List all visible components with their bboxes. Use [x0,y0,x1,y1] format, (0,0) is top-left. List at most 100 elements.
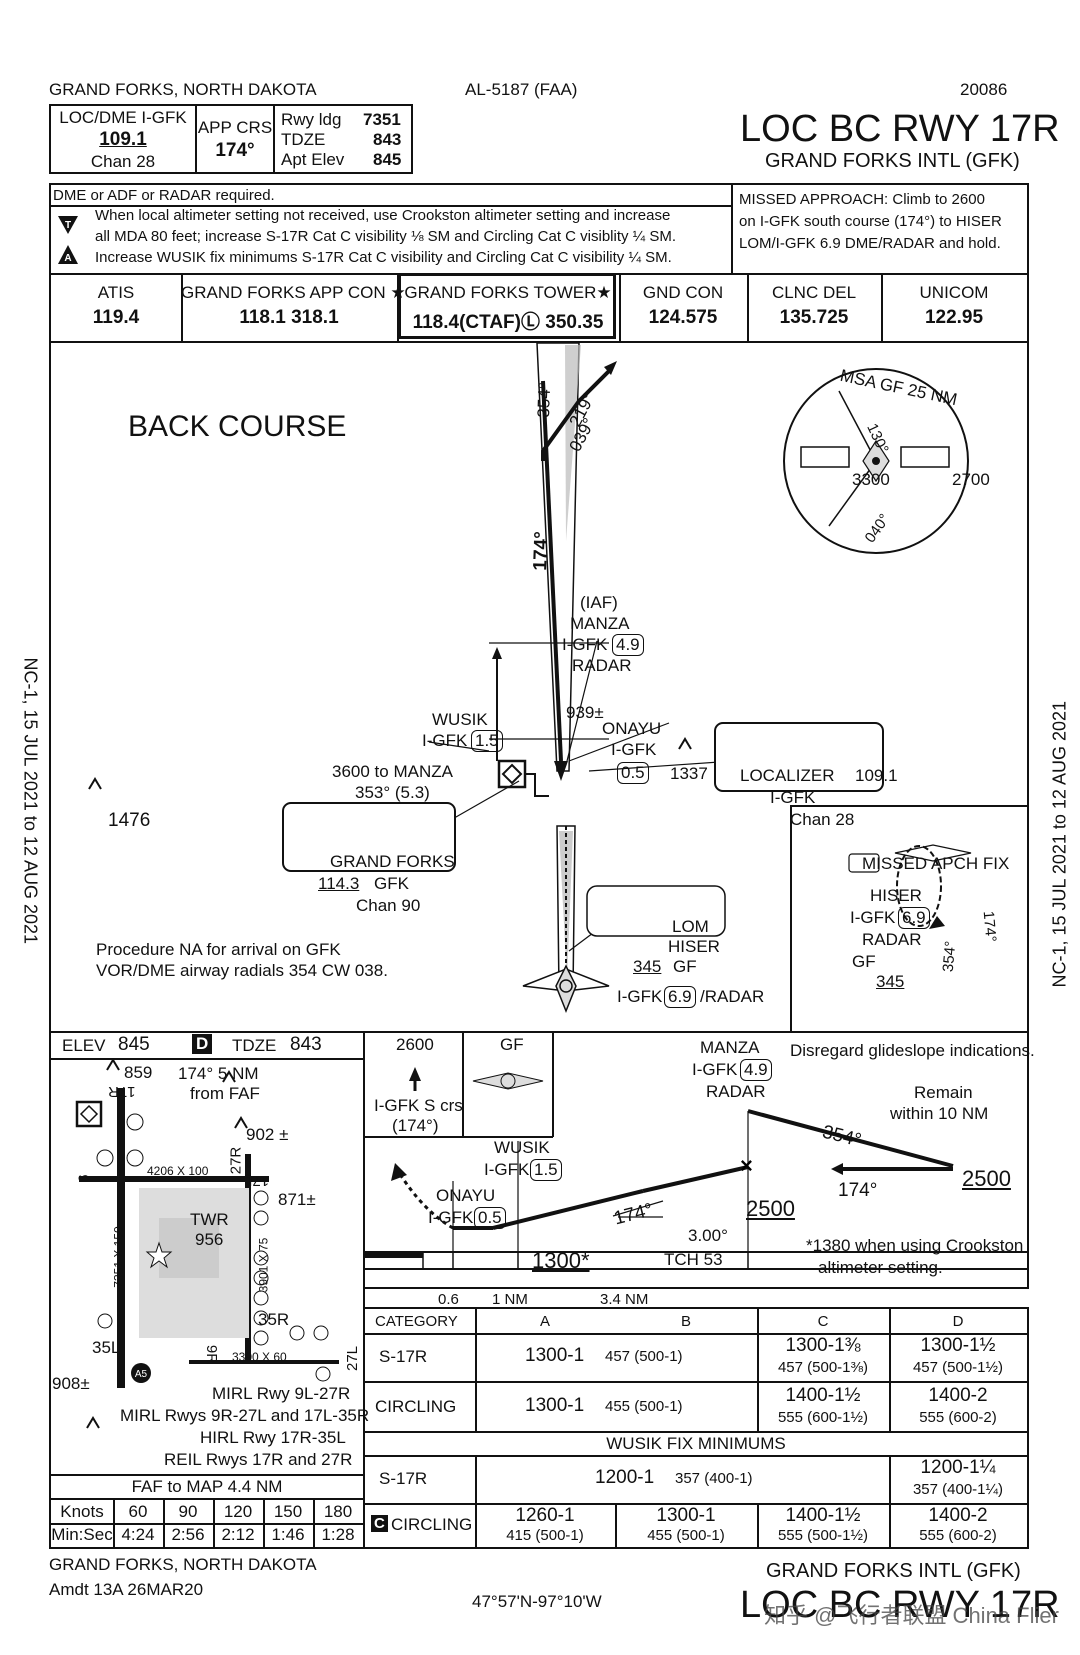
footer-amdt: Amdt 13A 26MAR20 [49,1580,204,1599]
profile-dist-3: 3.4 NM [600,1291,649,1308]
profile-crookston-1: *1380 when using Crookston [806,1236,1024,1255]
lighting-3: HIRL Rwy 17R-35L [200,1428,346,1447]
wusik-label: WUSIK [432,710,488,729]
chart-id: AL-5187 (FAA) [465,80,578,99]
min-header-d: D [952,1313,964,1330]
wusik-circling-a-haa: 415 (500-1) [506,1527,584,1544]
wusik-circling-d-haa: 555 (600-2) [919,1527,997,1544]
airport-name: GRAND FORKS INTL (GFK) [765,150,1020,172]
comm-app-freq: 118.1 318.1 [239,307,339,328]
min-header-category: CATEGORY [375,1313,458,1330]
min-s17r-ab: 1300-1 [525,1345,585,1366]
hiser-igfk: I-GFK [617,987,663,1006]
wusik-circling-c: 1400-1½ [785,1505,861,1526]
wusik-circling-b: 1300-1 [656,1505,716,1526]
rwy-dim-4: 3300 X 60 [232,1350,287,1364]
vor-name: GRAND FORKS [330,852,455,871]
back-course-label: BACK COURSE [128,410,347,443]
comm-gnd-label: GND CON [642,283,724,302]
min-s17r-c-haa: 457 (500-1⅜) [777,1359,869,1376]
vor-id: GFK [374,874,409,893]
wusik-circling-c-haa: 555 (500-1½) [777,1527,869,1544]
loc-box-chan: Chan 28 [790,810,855,829]
apt-elev-label: Apt Elev [281,150,345,169]
rwy-ldg: 7351 [363,110,401,129]
lom-id: GF [673,957,697,976]
obstacle-939: 939± [566,703,604,722]
app-crs-box: APP CRS 174° [195,104,275,174]
svg-text:T: T [65,220,71,231]
profile-onayu-id: I-GFK [428,1208,474,1227]
wusik-s17r-label: S-17R [379,1469,428,1488]
elev-value: 845 [118,1034,150,1055]
onayu-igfk: I-GFK [611,740,657,759]
min-circling-ab: 1300-1 [525,1395,585,1416]
tdze-value-diagram: 843 [290,1034,322,1055]
comm-gnd-freq: 124.575 [648,307,718,328]
vor-freq: 114.3 [318,874,360,893]
min-s17r-d-haa: 457 (500-1½) [912,1359,1004,1376]
elev-label: ELEV [62,1036,106,1055]
profile-drawing: × [363,1031,1029,1270]
tdze: 843 [373,130,402,149]
min-circling-d-haa: 555 (600-2) [919,1409,997,1426]
profile-crs-174a: 174° [838,1180,878,1201]
svg-text:×: × [740,1153,753,1178]
profile-s-crs-2: (174°) [392,1116,439,1135]
missed-approach-3: LOM/I-GFK 6.9 DME/RADAR and hold. [739,235,1001,252]
na-note-1: Procedure NA for arrival on GFK [96,940,341,959]
tower-label: TWR [190,1210,229,1229]
na-note-2: VOR/DME airway radials 354 CW 038. [96,961,388,980]
mapch-hiser: HISER [870,886,922,905]
min-circling-c: 1400-1½ [785,1385,861,1406]
wusik-igfk: I-GFK [422,731,468,750]
min-s17r-c: 1300-1⅜ [785,1335,861,1356]
profile-gpa: 3.00° [688,1226,728,1245]
rwy-ldg-label: Rwy ldg [281,110,342,129]
profile-alt-2500a: 2500 [962,1166,1011,1191]
comms-strip: ATIS 119.4 GRAND FORKS APP CON ★ 118.1 3… [49,273,1029,343]
tdze-label: TDZE [281,130,326,149]
time-90: 2:56 [171,1525,205,1544]
obstacle-871: 871± [278,1190,316,1209]
rwy-35r-label: 35R [258,1310,290,1329]
obstacle-902: 902 ± [246,1125,289,1144]
rwy-9r-label: 9R [203,1344,221,1365]
time-60: 4:24 [121,1525,155,1544]
lighting-4: REIL Rwys 17R and 27R [164,1450,353,1469]
comm-clnc-freq: 135.725 [779,307,849,328]
note-2: all MDA 80 feet; increase S-17R Cat C vi… [95,228,677,245]
profile-crookston-2: altimeter setting. [818,1258,943,1277]
profile-disregard: Disregard glideslope indications. [790,1041,1035,1060]
profile-view [363,1031,1029,1289]
tower-highlight-box [398,273,616,339]
mapch-gf: GF [852,952,876,971]
dme-note: DME or ADF or RADAR required. [53,187,275,204]
comm-tower-freq: 118.4(CTAF)Ⓛ 350.35 [412,312,604,333]
knots-90: 90 [178,1502,198,1521]
knots-180: 180 [323,1502,353,1521]
header-location: GRAND FORKS, NORTH DAKOTA [49,80,317,99]
faf-note-1: 174° 5 NM [178,1064,259,1083]
onayu-label: ONAYU [602,719,662,738]
lom-freq: 345 [633,957,662,976]
mapch-title: MISSED APCH FIX [862,854,1010,873]
min-header-b: B [680,1313,691,1330]
rwy-dim-3: 3901 X 75 [256,1237,271,1293]
plan-view-drawing [88,342,1027,1033]
localizer-info-box [714,722,884,792]
footer-coords: 47°57'N-97°10'W [472,1592,602,1611]
footer-airport: GRAND FORKS INTL (GFK) [766,1560,1021,1582]
comm-atis-freq: 119.4 [92,307,140,328]
rwy-17l-label: 17L [244,1172,270,1189]
lighting-2: MIRL Rwys 9R-27L and 17L-35R [120,1406,370,1425]
loc-label: LOC/DME I-GFK [59,108,187,127]
knots-120: 120 [223,1502,253,1521]
wusik-s17r-d-haa: 357 (400-1¼) [912,1481,1004,1498]
profile-manza-id: I-GFK [692,1060,738,1079]
profile-dist-1: 0.6 [438,1291,459,1308]
profile-remain-2: within 10 NM [890,1104,989,1123]
profile-tch: TCH 53 [664,1250,723,1269]
obstacle-908: 908± [52,1374,90,1393]
msa-sector-3300: 3300 [852,470,890,489]
